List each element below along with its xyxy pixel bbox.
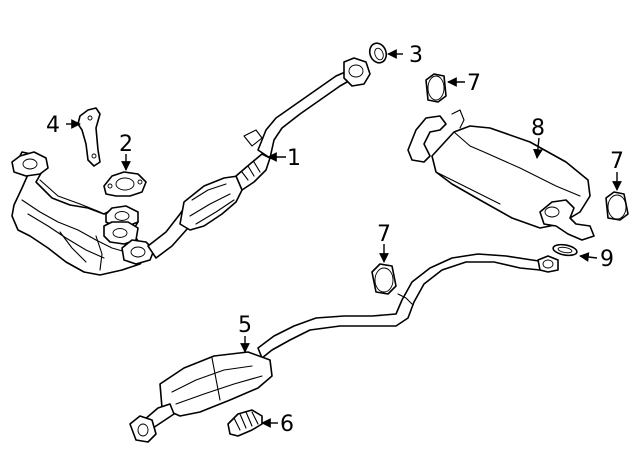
- flex-hanger: [227, 409, 263, 437]
- callout-4: 4: [46, 113, 60, 138]
- center-pipe-with-converter: [129, 253, 559, 443]
- callout-7-right: 7: [610, 149, 624, 174]
- callout-2: 2: [119, 132, 133, 157]
- callout-8: 8: [531, 116, 545, 141]
- callout-3: 3: [409, 43, 423, 68]
- insulator: [605, 191, 629, 221]
- callout-5: 5: [238, 313, 252, 338]
- callout-1: 1: [287, 146, 301, 171]
- gasket: [103, 171, 147, 197]
- muffler: [407, 109, 595, 241]
- exhaust-manifold: [11, 151, 155, 276]
- callout-6: 6: [280, 412, 294, 437]
- insulator: [425, 73, 447, 103]
- gasket: [552, 243, 578, 257]
- insulator: [371, 263, 397, 295]
- callout-9: 9: [600, 247, 614, 272]
- gasket-ring: [368, 42, 388, 64]
- bracket: [77, 107, 101, 167]
- front-pipe-with-catalytic-converter: [147, 57, 371, 259]
- callout-7-top: 7: [467, 71, 481, 96]
- callout-7-center: 7: [377, 222, 391, 247]
